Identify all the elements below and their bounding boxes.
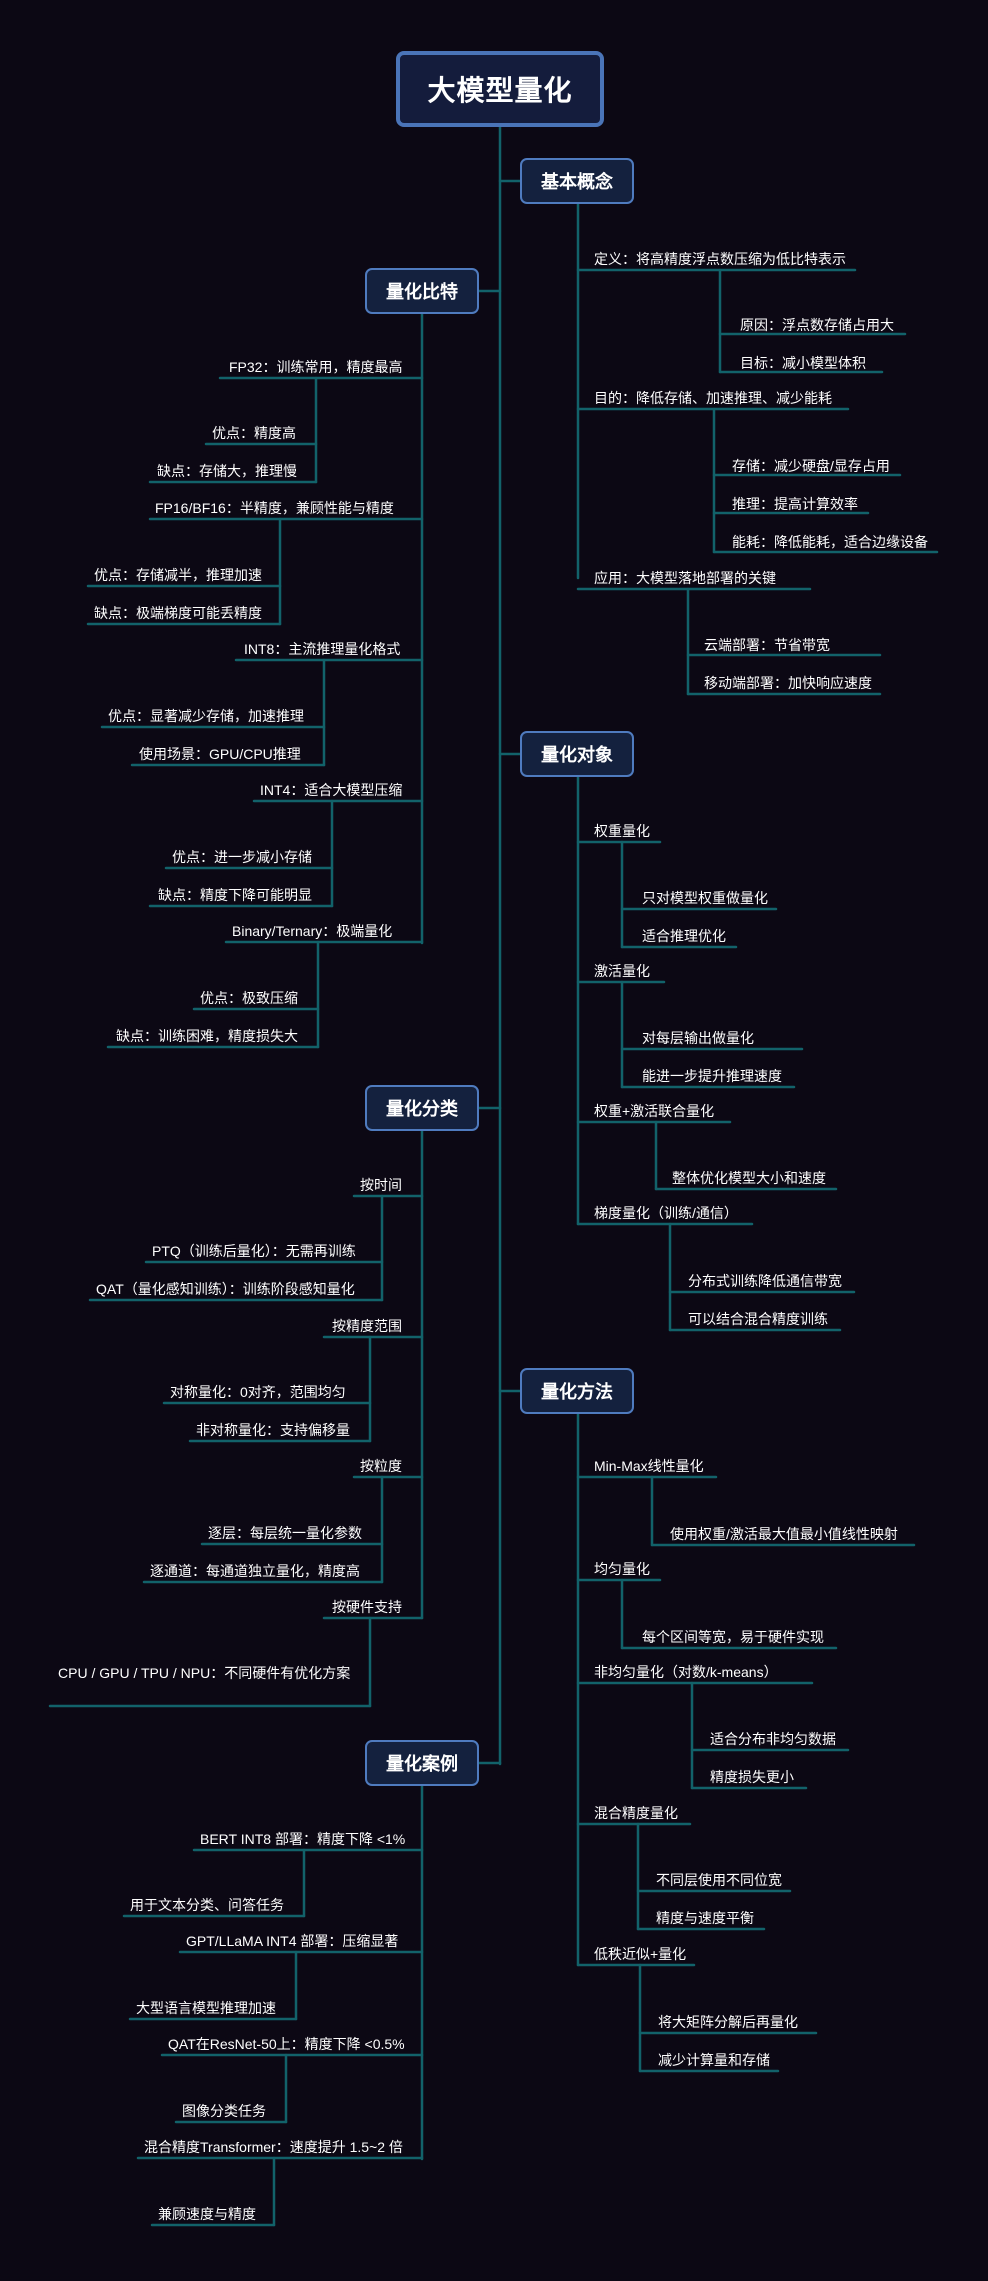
leaf-by-time: 按时间 — [360, 1177, 402, 1193]
leaf-bert-int8: BERT INT8 部署：精度下降 <1% — [200, 1831, 406, 1847]
leaf-inference: 推理：提高计算效率 — [732, 496, 858, 512]
leaf-llama-int4: GPT/LLaMA INT4 部署：压缩显著 — [186, 1933, 399, 1949]
leaf-symmetric: 对称量化：0对齐，范围均匀 — [170, 1384, 346, 1400]
leaf-hardware-types: CPU / GPU / TPU / NPU：不同硬件有优化方案 — [58, 1665, 351, 1681]
leaf-by-range: 按精度范围 — [332, 1318, 402, 1334]
leaf-fp16-pro: 优点：存储减半，推理加速 — [94, 567, 262, 583]
leaf-nonuniform-loss: 精度损失更小 — [710, 1769, 794, 1785]
leaf-energy: 能耗：降低能耗，适合边缘设备 — [732, 534, 928, 550]
leaf-cloud-deploy: 云端部署：节省带宽 — [704, 637, 830, 653]
leaf-uniform-desc: 每个区间等宽，易于硬件实现 — [642, 1629, 824, 1645]
leaf-application: 应用：大模型落地部署的关键 — [594, 570, 776, 586]
leaf-binary-pro: 优点：极致压缩 — [200, 990, 298, 1006]
leaf-llm-accel: 大型语言模型推理加速 — [136, 2000, 276, 2016]
leaf-asymmetric: 非对称量化：支持偏移量 — [196, 1422, 350, 1438]
leaf-int4-con: 缺点：精度下降可能明显 — [158, 887, 312, 903]
leaf-reason: 原因：浮点数存储占用大 — [740, 317, 894, 333]
leaf-mixed-bitwidth: 不同层使用不同位宽 — [656, 1872, 782, 1888]
leaf-lowrank-decompose: 将大矩阵分解后再量化 — [658, 2014, 798, 2030]
leaf-qat: QAT（量化感知训练）：训练阶段感知量化 — [96, 1281, 355, 1297]
leaf-storage: 存储：减少硬盘/显存占用 — [732, 458, 890, 474]
leaf-ptq: PTQ（训练后量化）：无需再训练 — [152, 1243, 356, 1259]
leaf-overall-opt: 整体优化模型大小和速度 — [672, 1170, 826, 1186]
leaf-definition: 定义：将高精度浮点数压缩为低比特表示 — [594, 251, 846, 267]
leaf-nonuniform: 非均匀量化（对数/k-means） — [594, 1664, 778, 1680]
leaf-joint-quant: 权重+激活联合量化 — [594, 1103, 715, 1119]
leaf-lowrank-reduce: 减少计算量和存储 — [658, 2052, 770, 2068]
leaf-per-channel: 逐通道：每通道独立量化，精度高 — [150, 1563, 360, 1579]
leaf-int8: INT8：主流推理量化格式 — [244, 641, 401, 657]
leaf-mobile-deploy: 移动端部署：加快响应速度 — [704, 675, 872, 691]
leaf-int4: INT4：适合大模型压缩 — [260, 782, 403, 798]
leaf-image-classification: 图像分类任务 — [182, 2103, 266, 2119]
leaf-qat-resnet: QAT在ResNet-50上：精度下降 <0.5% — [168, 2036, 405, 2052]
leaf-mixed-training: 可以结合混合精度训练 — [688, 1311, 828, 1327]
leaf-weight-quant: 权重量化 — [594, 823, 650, 839]
branch-quantization-objects[interactable]: 量化对象 — [520, 731, 634, 777]
leaf-purpose: 目的：降低存储、加速推理、减少能耗 — [594, 390, 832, 406]
leaf-speedup: 能进一步提升推理速度 — [642, 1068, 782, 1084]
leaf-fp16: FP16/BF16：半精度，兼顾性能与精度 — [155, 500, 394, 516]
leaf-fp32-pro: 优点：精度高 — [212, 425, 296, 441]
branch-quantization-classes[interactable]: 量化分类 — [365, 1085, 479, 1131]
root-node[interactable]: 大模型量化 — [396, 51, 604, 127]
leaf-speed-precision: 兼顾速度与精度 — [158, 2206, 256, 2222]
leaf-activation-quant: 激活量化 — [594, 963, 650, 979]
leaf-mixed-precision: 混合精度量化 — [594, 1805, 678, 1821]
leaf-inference-opt: 适合推理优化 — [642, 928, 726, 944]
leaf-uniform: 均匀量化 — [594, 1561, 650, 1577]
leaf-by-hardware: 按硬件支持 — [332, 1599, 402, 1615]
leaf-fp32-con: 缺点：存储大，推理慢 — [157, 463, 297, 479]
leaf-int4-pro: 优点：进一步减小存储 — [172, 849, 312, 865]
leaf-minmax-desc: 使用权重/激活最大值最小值线性映射 — [670, 1526, 898, 1542]
branch-quantization-cases[interactable]: 量化案例 — [365, 1740, 479, 1786]
leaf-layer-output: 对每层输出做量化 — [642, 1030, 754, 1046]
leaf-distributed: 分布式训练降低通信带宽 — [688, 1273, 842, 1289]
leaf-bert-usage: 用于文本分类、问答任务 — [130, 1897, 284, 1913]
leaf-binary-con: 缺点：训练困难，精度损失大 — [116, 1028, 298, 1044]
leaf-minmax: Min-Max线性量化 — [594, 1458, 704, 1474]
branch-quantization-bits[interactable]: 量化比特 — [365, 268, 479, 314]
leaf-mixed-transformer: 混合精度Transformer：速度提升 1.5~2 倍 — [144, 2139, 403, 2155]
leaf-fp16-con: 缺点：极端梯度可能丢精度 — [94, 605, 262, 621]
leaf-mixed-balance: 精度与速度平衡 — [656, 1910, 754, 1926]
leaf-gradient-quant: 梯度量化（训练/通信） — [594, 1205, 738, 1221]
leaf-by-granularity: 按粒度 — [360, 1458, 402, 1474]
leaf-nonuniform-fit: 适合分布非均匀数据 — [710, 1731, 836, 1747]
leaf-per-layer: 逐层：每层统一量化参数 — [208, 1525, 362, 1541]
leaf-binary: Binary/Ternary：极端量化 — [232, 923, 393, 939]
leaf-lowrank: 低秩近似+量化 — [594, 1946, 687, 1962]
leaf-int8-pro: 优点：显著减少存储，加速推理 — [108, 708, 304, 724]
branch-basic-concepts[interactable]: 基本概念 — [520, 158, 634, 204]
leaf-weight-only: 只对模型权重做量化 — [642, 890, 768, 906]
leaf-int8-usage: 使用场景：GPU/CPU推理 — [139, 746, 301, 762]
branch-quantization-methods[interactable]: 量化方法 — [520, 1368, 634, 1414]
leaf-fp32: FP32：训练常用，精度最高 — [229, 359, 403, 375]
leaf-goal: 目标：减小模型体积 — [740, 355, 866, 371]
